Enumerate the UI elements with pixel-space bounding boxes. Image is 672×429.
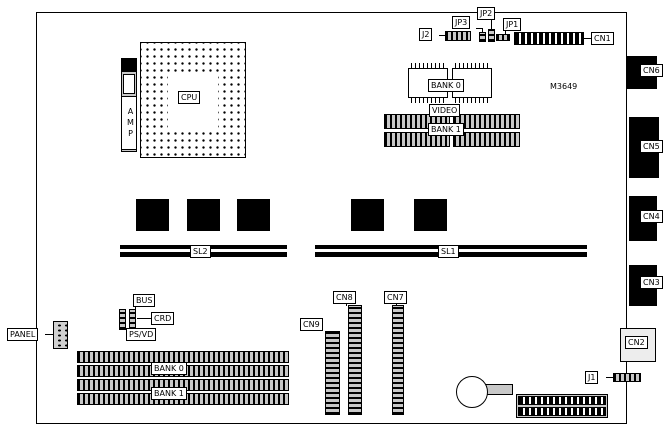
jp1-label: JP1: [503, 18, 522, 31]
battery: [456, 376, 488, 408]
j2-label: J2: [419, 28, 433, 41]
panel-connector: [53, 321, 68, 349]
chip-5: [414, 199, 447, 231]
j2-connector: [445, 31, 471, 41]
j1-connector: [613, 373, 641, 382]
cn9-label: CN9: [300, 318, 323, 331]
chip-4: [351, 199, 384, 231]
chip-3: [237, 199, 270, 231]
jp1-leader-line: [505, 30, 506, 34]
chip-2: [187, 199, 220, 231]
bus-label: BUS: [133, 294, 156, 307]
cn8-connector: [348, 305, 362, 415]
amp-module-window: [123, 74, 135, 94]
chip-1: [136, 199, 169, 231]
crd-leader-line: [137, 318, 151, 319]
cn2-label: CN2: [625, 336, 648, 349]
cn7-leader-line: [396, 303, 397, 306]
panel-leader-line: [45, 334, 53, 335]
jp3-label: JP3: [452, 16, 471, 29]
jp1-pins: [496, 34, 510, 41]
video-chip1-pins-top: [411, 63, 445, 68]
panel-label: PANEL: [7, 328, 39, 341]
video-chip2-pins-top: [455, 63, 489, 68]
video-chip1-pins-bottom: [411, 98, 445, 103]
psvd-label: PS/VD: [126, 328, 157, 341]
bus-header-2: [129, 309, 136, 330]
video-chip2-pins-bottom: [455, 98, 489, 103]
jp2-label: JP2: [477, 7, 496, 20]
cn1-leader-line: [584, 38, 591, 39]
cn4-label: CN4: [640, 210, 663, 223]
bottom-right-connector-row1: [518, 396, 606, 405]
cn7-label: CN7: [384, 291, 407, 304]
cn9-connector: [325, 331, 340, 415]
bus-leader-line: [135, 306, 136, 310]
video-bank0-label: BANK 0: [428, 79, 464, 92]
cn8-label: CN8: [333, 291, 356, 304]
j1-label: J1: [585, 371, 599, 384]
crd-label: CRD: [151, 312, 175, 325]
cn5-label: CN5: [640, 140, 663, 153]
jp2-pins: [488, 29, 495, 42]
video-bank1-label: BANK 1: [428, 123, 464, 136]
cn1-label: CN1: [591, 32, 614, 45]
j2-leader-line: [439, 35, 445, 36]
jp3-leader-line-h: [476, 28, 482, 29]
cn7-connector: [392, 305, 404, 415]
cn6-label: CN6: [640, 64, 663, 77]
cn1-connector: [514, 32, 584, 45]
jp3-pins: [479, 32, 486, 42]
j1-leader-line: [606, 377, 613, 378]
video-label: VIDEO: [429, 104, 461, 117]
sl2-label: SL2: [190, 245, 211, 258]
video-bank1-module2: [453, 114, 520, 129]
cn8-leader-line: [346, 303, 347, 306]
sl1-label: SL1: [438, 245, 459, 258]
dimm-bank0-label: BANK 0: [151, 362, 187, 375]
cpu-label: CPU: [178, 91, 201, 104]
dimm-bank1-label: BANK 1: [151, 387, 187, 400]
amp-module-top: [121, 58, 137, 72]
jp2-leader-line: [491, 19, 492, 30]
bottom-right-connector-row2: [518, 407, 606, 416]
part-number-text: M3649: [550, 82, 578, 91]
cn3-label: CN3: [640, 276, 663, 289]
bus-header-1: [119, 309, 126, 330]
video-bank1-module4: [453, 132, 520, 147]
jp3-leader-line-v: [482, 28, 483, 33]
amp-label: AMP: [121, 96, 137, 150]
